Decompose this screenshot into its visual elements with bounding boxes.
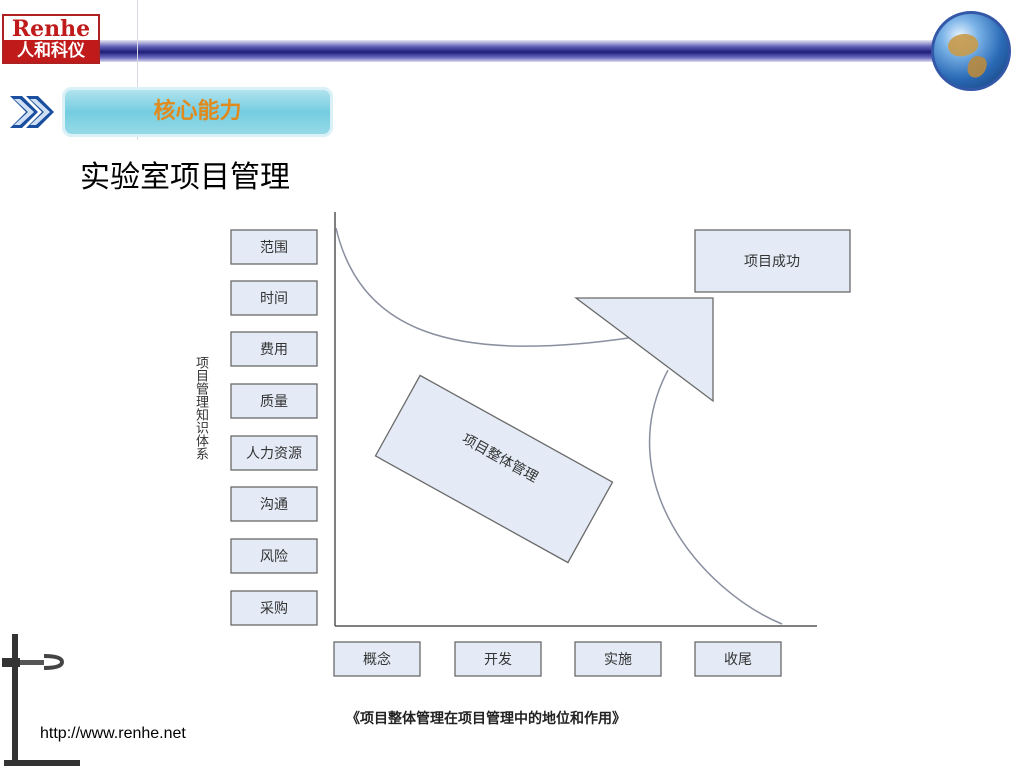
phase-label: 概念 xyxy=(363,651,391,668)
diagram-caption: 《项目整体管理在项目管理中的地位和作用》 xyxy=(346,711,626,727)
knowledge-area-cost: 费用 xyxy=(230,331,318,367)
arrow-head xyxy=(574,297,714,403)
phase-closing: 收尾 xyxy=(694,641,782,677)
knowledge-area-risk: 风险 xyxy=(230,538,318,574)
vertical-axis-label: 项目管理知识体系 xyxy=(193,356,208,460)
header-divider xyxy=(137,0,138,140)
logo-chinese-text: 人和科仪 xyxy=(4,40,98,62)
globe-icon xyxy=(931,11,1011,91)
knowledge-area-quality: 质量 xyxy=(230,383,318,419)
knowledge-area-procurement: 采购 xyxy=(230,590,318,626)
knowledge-area-human-resources: 人力资源 xyxy=(230,435,318,471)
knowledge-area-label: 质量 xyxy=(260,394,288,410)
section-title: 核心能力 xyxy=(153,99,242,124)
center-box: 项目整体管理 xyxy=(374,374,614,564)
knowledge-area-boxes: 范围 时间 费用 质量 人力资源 沟通 风险 采购 xyxy=(230,229,318,626)
goal-box: 项目成功 xyxy=(694,229,851,293)
renhe-logo: Renhe 人和科仪 xyxy=(2,14,100,64)
knowledge-area-label: 采购 xyxy=(260,601,288,617)
knowledge-area-label: 人力资源 xyxy=(246,446,302,462)
lab-stand-icon xyxy=(2,634,80,766)
knowledge-area-scope: 范围 xyxy=(230,229,318,265)
upper-curve xyxy=(335,227,636,347)
website-url[interactable]: http://www.renhe.net xyxy=(40,725,186,742)
phase-boxes: 概念 开发 实施 收尾 xyxy=(333,641,782,677)
header-bar xyxy=(100,40,940,62)
knowledge-area-label: 时间 xyxy=(260,291,288,307)
section-badge: 核心能力 xyxy=(62,87,333,137)
phase-concept: 概念 xyxy=(333,641,421,677)
knowledge-area-time: 时间 xyxy=(230,280,318,316)
logo-english-text: Renhe xyxy=(11,16,91,42)
rising-curve xyxy=(648,369,783,625)
phase-implementation: 实施 xyxy=(574,641,662,677)
phase-development: 开发 xyxy=(454,641,542,677)
page-title: 实验室项目管理 xyxy=(80,160,290,195)
phase-label: 收尾 xyxy=(724,652,752,668)
knowledge-area-label: 沟通 xyxy=(260,497,288,513)
knowledge-area-label: 费用 xyxy=(260,342,288,358)
double-chevron-icon xyxy=(10,96,54,128)
phase-label: 开发 xyxy=(484,652,512,668)
goal-box-label: 项目成功 xyxy=(744,254,800,270)
knowledge-area-communication: 沟通 xyxy=(230,486,318,522)
knowledge-area-label: 范围 xyxy=(260,239,288,256)
phase-label: 实施 xyxy=(604,652,632,668)
knowledge-area-label: 风险 xyxy=(260,549,288,565)
